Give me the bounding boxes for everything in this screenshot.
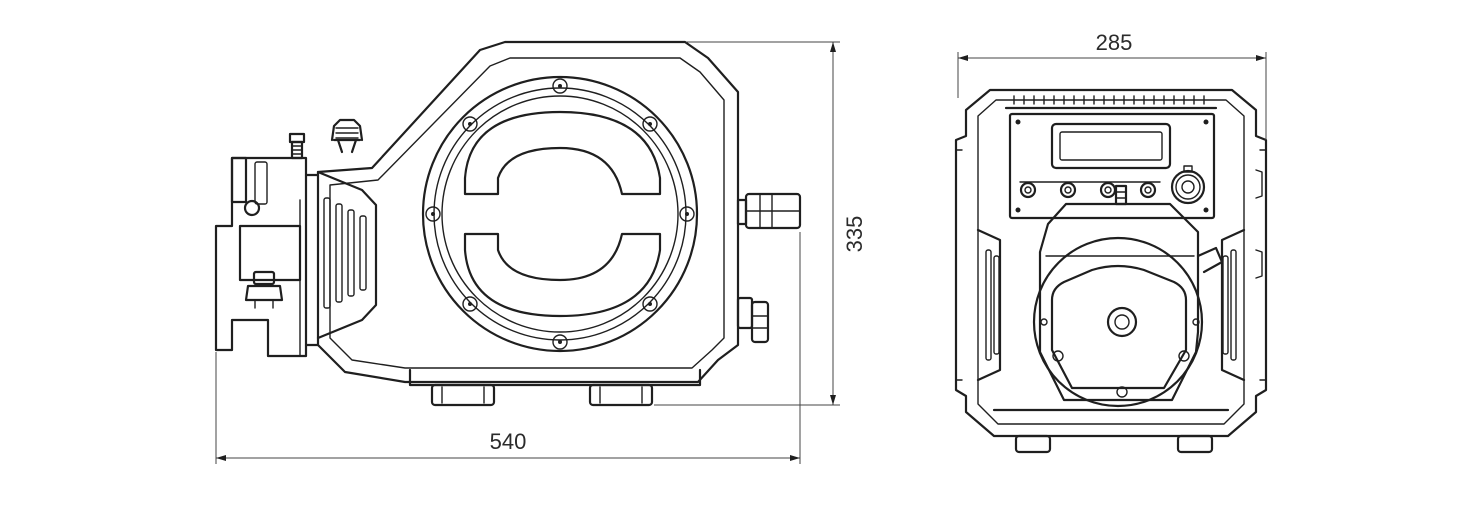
front-pump-head bbox=[1032, 184, 1224, 408]
side-hose-channel-upper bbox=[463, 110, 662, 196]
side-base-band bbox=[408, 368, 702, 387]
front-right-vents bbox=[1220, 228, 1246, 382]
side-drum-inner bbox=[441, 95, 679, 333]
front-body-inner bbox=[977, 99, 1245, 425]
side-view: 540 335 bbox=[214, 40, 867, 464]
side-fitting-upper bbox=[736, 192, 802, 230]
dimension-width-front: 285 bbox=[957, 30, 1267, 140]
front-foot-left bbox=[1014, 434, 1052, 454]
side-pump-head bbox=[214, 132, 320, 358]
front-left-vents bbox=[976, 228, 1002, 382]
front-body-outline bbox=[954, 88, 1268, 438]
side-fitting-lower bbox=[736, 296, 770, 344]
front-foot-right bbox=[1176, 434, 1214, 454]
side-housing-outline bbox=[316, 40, 740, 384]
front-control-panel bbox=[1008, 112, 1216, 220]
front-top-vents bbox=[1013, 95, 1205, 105]
side-hose-channel-lower bbox=[463, 232, 662, 318]
dimension-label-335: 335 bbox=[842, 216, 867, 253]
dimension-width-side: 540 bbox=[215, 232, 801, 464]
side-drum-ring bbox=[433, 87, 687, 341]
dimension-label-540: 540 bbox=[490, 429, 527, 454]
side-top-knob bbox=[330, 118, 364, 154]
dimension-label-285: 285 bbox=[1096, 30, 1133, 55]
front-panel-buttons bbox=[1019, 181, 1161, 199]
side-drum-outer bbox=[421, 75, 699, 353]
side-foot-right bbox=[588, 383, 654, 407]
side-foot-left bbox=[430, 383, 496, 407]
side-drum-bolts bbox=[425, 78, 695, 350]
front-display bbox=[1050, 122, 1172, 170]
dimension-height-side: 335 bbox=[654, 41, 867, 406]
side-vent-slots bbox=[323, 197, 367, 309]
side-housing-inner bbox=[329, 57, 725, 369]
front-view: 285 bbox=[954, 30, 1268, 454]
front-knob bbox=[1170, 165, 1206, 205]
side-vent-panel bbox=[316, 170, 378, 340]
